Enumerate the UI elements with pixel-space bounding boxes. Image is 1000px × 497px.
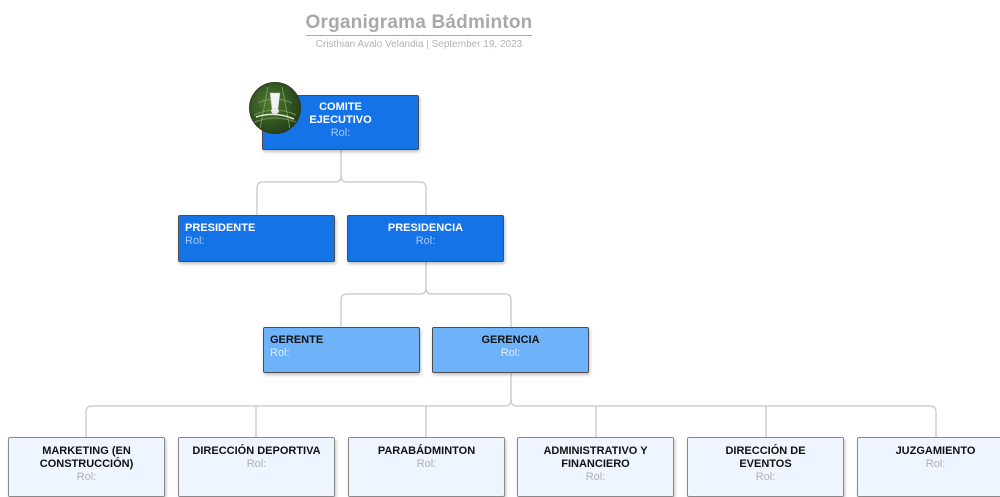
connector-comite-trunk bbox=[256, 150, 342, 215]
node-gerente[interactable]: GERENTE Rol: bbox=[263, 327, 420, 373]
node-name: EVENTOS bbox=[739, 458, 792, 470]
shuttlecock-icon bbox=[251, 86, 299, 130]
node-marketing[interactable]: MARKETING (EN CONSTRUCCIÓN) Rol: bbox=[8, 437, 165, 497]
node-direccion-deportiva[interactable]: DIRECCIÓN DEPORTIVA Rol: bbox=[178, 437, 335, 497]
separator: | bbox=[426, 39, 429, 50]
page-title: Organigrama Bádminton bbox=[305, 12, 533, 36]
date: September 19, 2023 bbox=[431, 39, 523, 50]
node-role: Rol: bbox=[755, 471, 776, 483]
node-name: DIRECCIÓN DEPORTIVA bbox=[192, 445, 321, 457]
node-name: DIRECCIÓN DE bbox=[725, 445, 806, 457]
node-name: JUZGAMIENTO bbox=[895, 445, 976, 457]
header: Organigrama Bádminton Cristhian Avalo Ve… bbox=[0, 12, 838, 50]
badminton-photo-icon bbox=[249, 82, 301, 134]
connector-gerencia-trunk bbox=[85, 373, 512, 437]
connector-presidencia-trunk bbox=[340, 262, 427, 327]
node-role: Rol: bbox=[500, 347, 521, 359]
node-juzgamiento[interactable]: JUZGAMIENTO Rol: bbox=[857, 437, 1000, 497]
node-presidente[interactable]: PRESIDENTE Rol: bbox=[178, 215, 335, 262]
node-role: Rol: bbox=[76, 471, 97, 483]
node-name: PRESIDENCIA bbox=[387, 222, 464, 234]
node-name: COMITE bbox=[319, 101, 362, 113]
node-direccion-eventos[interactable]: DIRECCIÓN DE EVENTOS Rol: bbox=[687, 437, 844, 497]
node-name: EJECUTIVO bbox=[309, 114, 372, 126]
node-gerencia[interactable]: GERENCIA Rol: bbox=[432, 327, 589, 373]
node-parabadminton[interactable]: PARABÁDMINTON Rol: bbox=[348, 437, 505, 497]
node-presidencia[interactable]: PRESIDENCIA Rol: bbox=[347, 215, 504, 262]
node-role: Rol: bbox=[185, 235, 205, 247]
node-role: Rol: bbox=[270, 347, 290, 359]
node-name: GERENCIA bbox=[481, 334, 540, 346]
node-name: PRESIDENTE bbox=[185, 222, 256, 234]
node-name: MARKETING (EN bbox=[42, 445, 131, 457]
node-role: Rol: bbox=[415, 235, 436, 247]
node-role: Rol: bbox=[246, 458, 267, 470]
node-name: ADMINISTRATIVO Y bbox=[543, 445, 648, 457]
node-name: GERENTE bbox=[270, 334, 324, 346]
connector-comite-presidencia bbox=[340, 175, 427, 215]
node-role: Rol: bbox=[925, 458, 946, 470]
author: Cristhian Avalo Velandia bbox=[315, 39, 424, 50]
node-role: Rol: bbox=[585, 471, 606, 483]
node-role: Rol: bbox=[416, 458, 437, 470]
page-subtitle: Cristhian Avalo Velandia | September 19,… bbox=[0, 39, 838, 50]
connector-presidencia-gerencia bbox=[425, 287, 512, 327]
node-name: CONSTRUCCIÓN) bbox=[39, 458, 134, 470]
node-role: Rol: bbox=[330, 127, 351, 139]
connector-gerencia-right bbox=[510, 399, 937, 437]
node-name: FINANCIERO bbox=[561, 458, 630, 470]
node-name: PARABÁDMINTON bbox=[377, 445, 476, 457]
node-administrativo-financiero[interactable]: ADMINISTRATIVO Y FINANCIERO Rol: bbox=[517, 437, 674, 497]
